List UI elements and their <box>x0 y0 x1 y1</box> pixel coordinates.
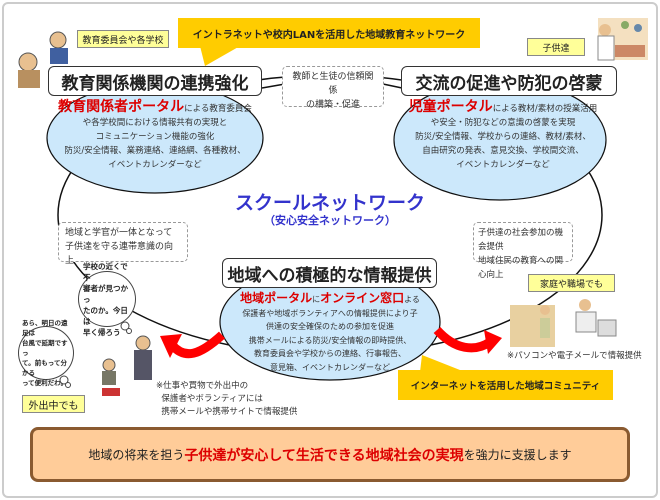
right-description: 児童ポータルによる教材/素材の授業活用 や安全・防犯などの意識の啓蒙を実現 防災… <box>408 99 598 170</box>
network-title: スクールネットワーク <box>234 192 425 214</box>
left-title: 教育関係機関の連携強化 <box>48 66 262 96</box>
left-note: 地域と学官が一体となって子供達を守る連帯意識の向上 <box>58 222 188 266</box>
top-callout: イントラネットや校内LANを活用した地域教育ネットワーク <box>178 18 480 48</box>
left-audience-label: 教育委員会や各学校 <box>77 30 169 48</box>
right-portal-name: 児童ポータル <box>408 99 493 115</box>
home-label: 家庭や職場でも <box>528 274 615 292</box>
thought-bubble-2: あら、明日の遠足は台風で延期ですって。前もって分かるって便利だわ。 <box>18 319 74 387</box>
mission-banner: 地域の将来を担う子供達が安心して生活できる地域社会の実現を強力に支援します <box>30 427 630 482</box>
parents-outside-icon <box>102 335 152 396</box>
teacher-figures-icon <box>18 31 68 88</box>
bottom-description: 地域ポータルにオンライン窓口よる 保護者や地域ボランティアへの情報提供により子 … <box>240 291 420 372</box>
left-description: 教育関係者ポータルによる教育委員会 や各学校間における情報共有の実現と コミュニ… <box>58 99 252 170</box>
center-top-note: 教師と生徒の信頼関係の構築・促進 <box>282 66 384 110</box>
right-title: 交流の促進や防犯の啓蒙 <box>401 66 617 96</box>
right-audience-label: 子供達 <box>527 38 585 56</box>
students-icon <box>597 18 648 61</box>
thought-bubble-1: 学校の近くで不審者が見つかったのか。今日は早く帰ろう <box>78 262 136 337</box>
bottom-title: 地域への積極的な情報提供 <box>222 258 437 288</box>
mission-emphasis: 子供達が安心して生活できる地域社会の実現 <box>184 447 464 464</box>
left-portal-name: 教育関係者ポータル <box>58 99 185 115</box>
right-note: 子供達の社会参加の機会提供地域住民の教育への関心向上 <box>473 222 573 280</box>
home-office-icon <box>510 299 617 347</box>
outside-label: 外出中でも <box>22 395 85 413</box>
left-red-arrow <box>168 331 226 359</box>
home-note: ※パソコンや電子メールで情報提供 <box>507 351 642 361</box>
bottom-callout-tail <box>420 355 465 372</box>
right-red-arrow <box>433 326 493 353</box>
bottom-callout: インターネットを活用した地域コミュニティ <box>398 370 613 400</box>
network-subtitle: （安心安全ネットワーク） <box>264 214 396 227</box>
bottom-portal-name: 地域ポータル <box>240 291 313 305</box>
top-callout-tail <box>200 46 240 66</box>
outside-note: ※仕事や買物で外出中の 保護者やボランティアには 携帯メールや携帯サイトで情報提… <box>156 381 298 417</box>
